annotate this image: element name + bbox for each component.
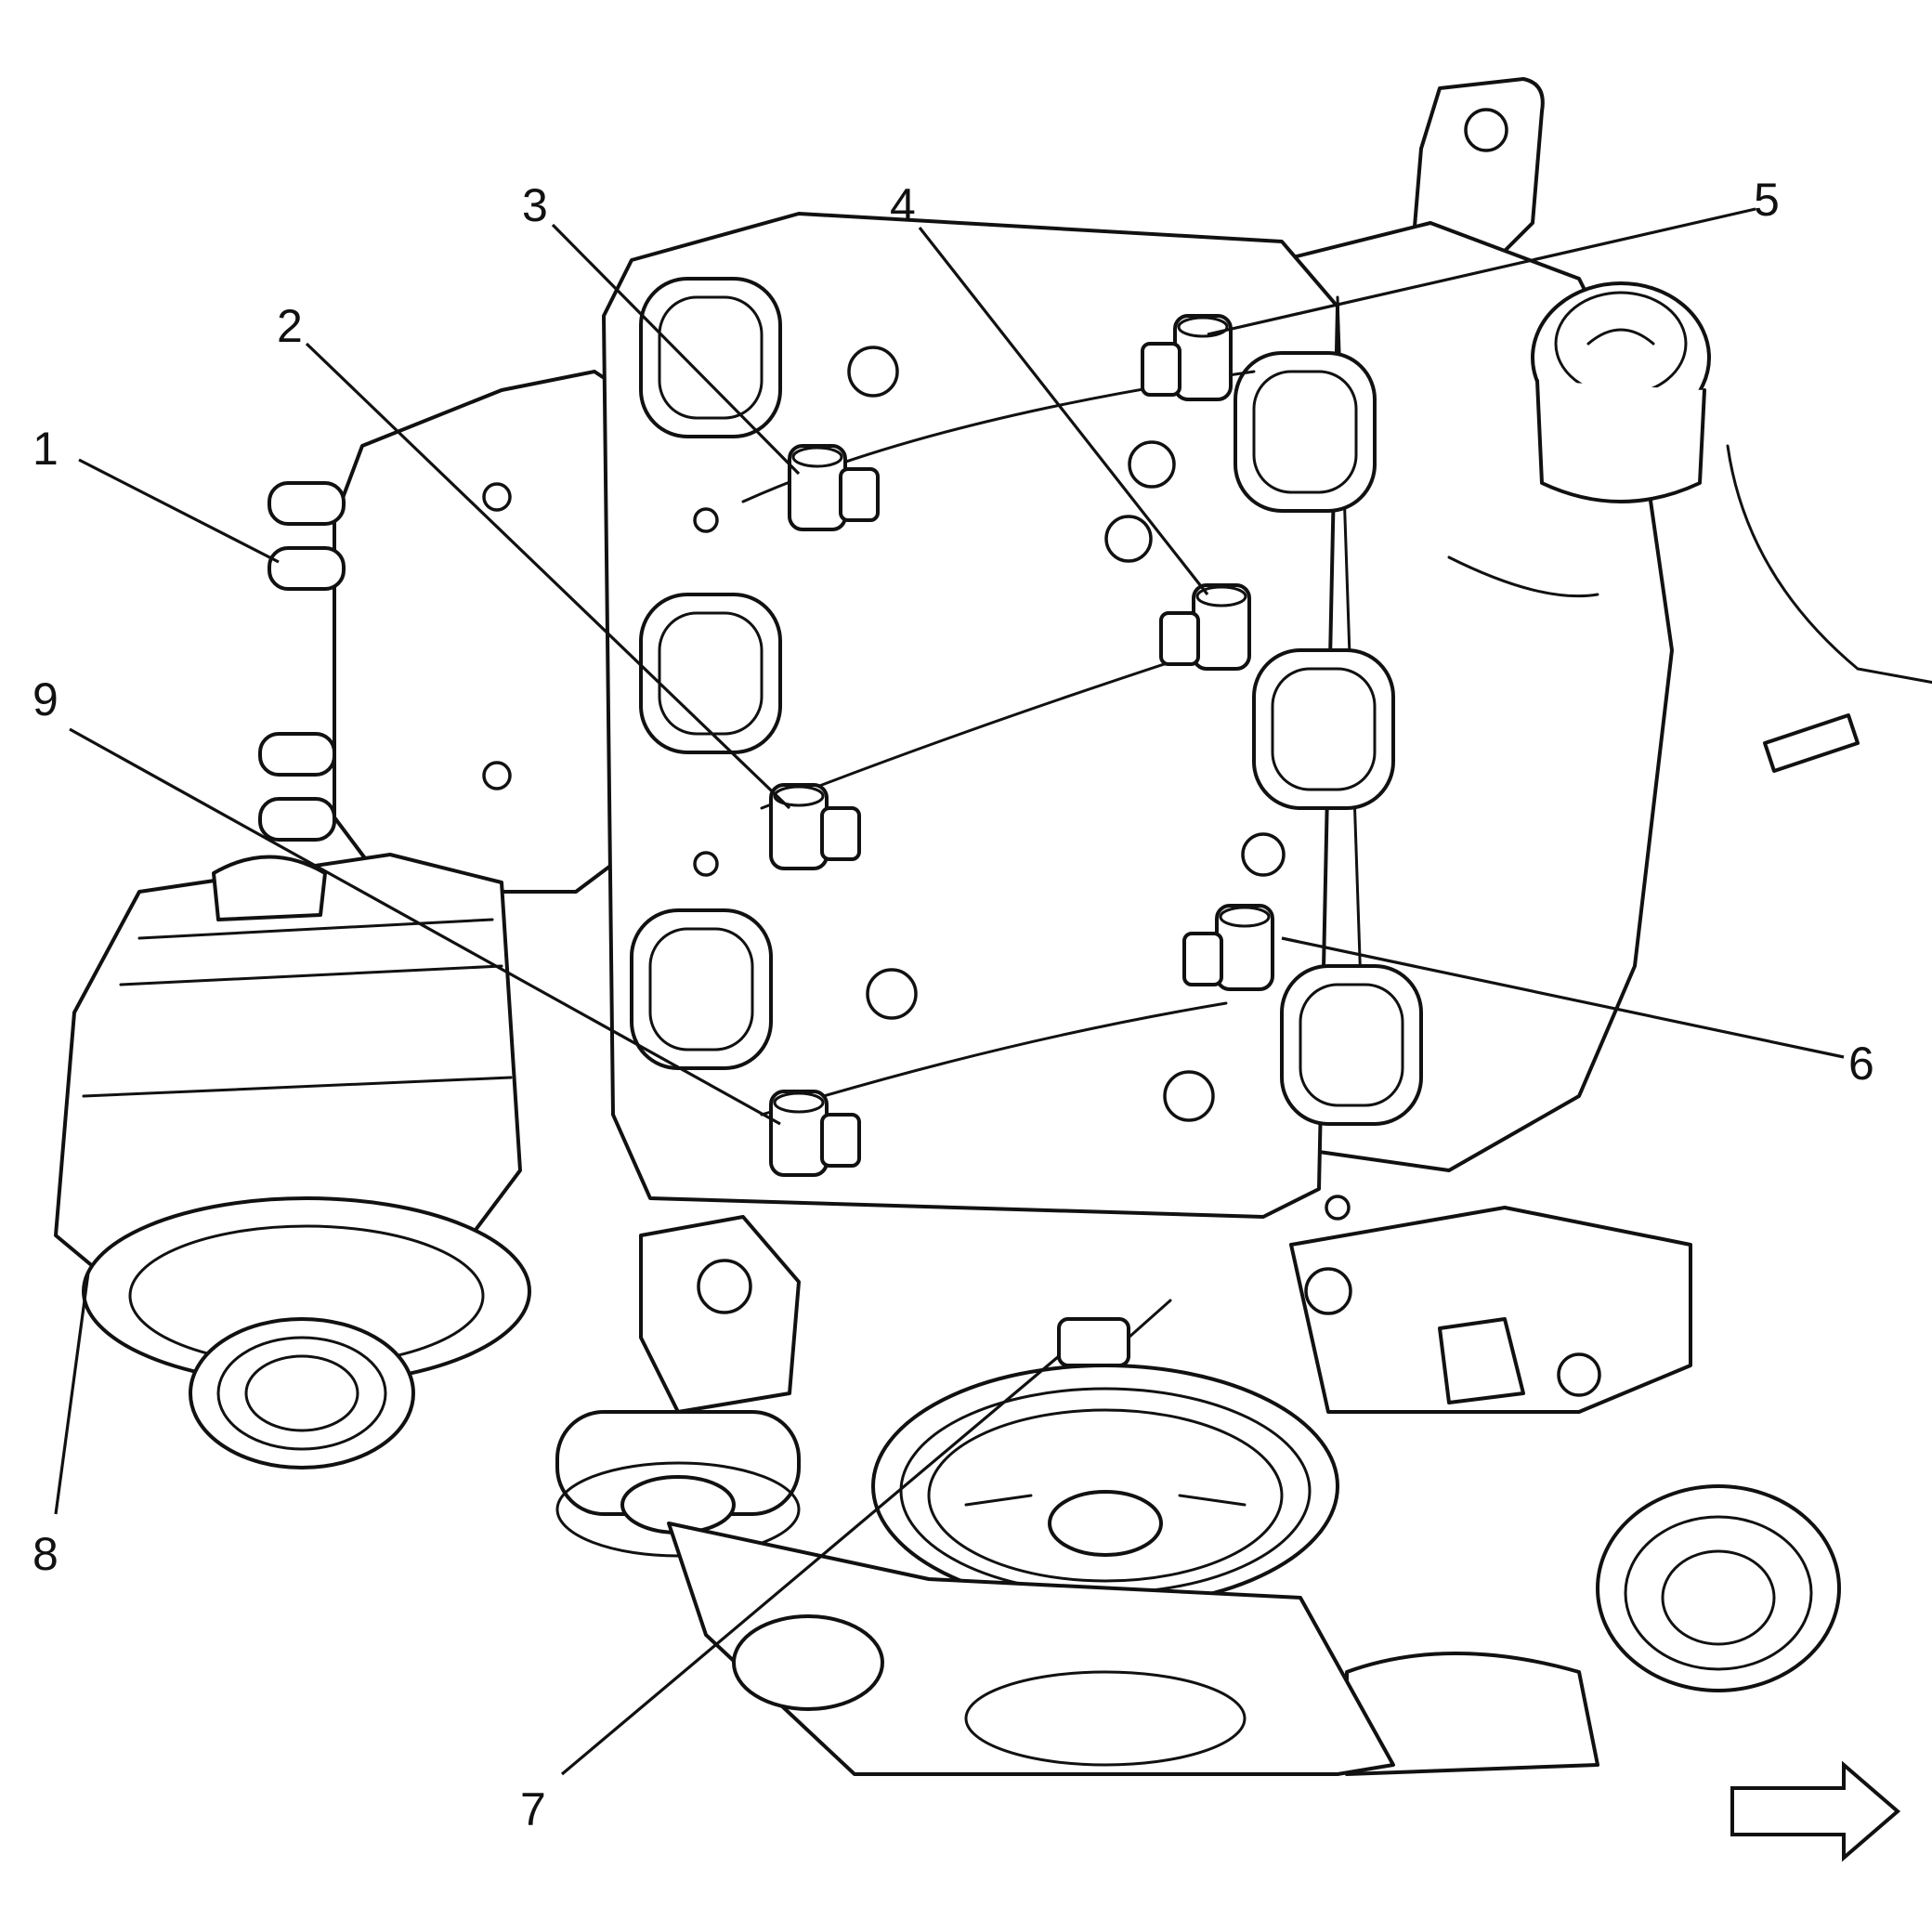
callout-1: 1 [33, 423, 59, 475]
crankshaft-pulley [871, 1364, 1339, 1609]
leader-1 [78, 458, 280, 564]
sensor-connector [1057, 1299, 1172, 1367]
alternator [54, 853, 531, 1469]
callout-4: 4 [890, 179, 916, 231]
fuel-injector [769, 783, 861, 870]
coolant-pipes [258, 481, 346, 842]
throttle-body-housing [333, 370, 652, 894]
valve-cover-contour [1447, 555, 1599, 598]
arrow-right-icon [1730, 1760, 1901, 1862]
leader-7 [560, 1354, 1061, 1776]
callout-7: 7 [520, 1783, 546, 1835]
fuel-injector [769, 1090, 861, 1177]
small-idler [732, 1614, 884, 1711]
bracket-hole [1464, 108, 1508, 152]
callout-2: 2 [277, 300, 303, 352]
leader-lines [54, 207, 1845, 1776]
tensioner-pulley [555, 1215, 801, 1558]
callout-6: 6 [1848, 1038, 1874, 1090]
leader-2 [305, 342, 791, 810]
leader-6 [1281, 936, 1845, 1059]
callout-5: 5 [1754, 174, 1780, 226]
fuel-injector [788, 444, 880, 531]
fuel-rail [760, 1001, 1228, 1117]
leader-8 [54, 1272, 90, 1515]
manifold-bolts [693, 346, 1351, 1221]
right-intake-ports [1234, 351, 1423, 1126]
fuel-injector [1141, 314, 1233, 401]
fuel-injector [1182, 904, 1274, 991]
engine-artwork [54, 77, 1932, 1776]
callout-3: 3 [522, 179, 548, 231]
leader-9 [69, 727, 781, 1126]
oxygen-sensor [1763, 713, 1860, 773]
callout-9: 9 [33, 673, 59, 725]
sensor-harness [1726, 444, 1932, 685]
oil-filler-cap [1531, 281, 1711, 503]
idler-pulley [1289, 1206, 1841, 1776]
left-intake-ports [630, 277, 782, 1070]
callout-labels: 1 2 3 4 5 6 7 8 9 [33, 174, 1874, 1835]
fuel-injector [1159, 583, 1251, 671]
lower-pulley [964, 1670, 1247, 1767]
leader-4 [918, 227, 1209, 595]
leader-3 [551, 223, 801, 476]
callout-8: 8 [33, 1528, 59, 1580]
leader-5 [1207, 207, 1756, 336]
